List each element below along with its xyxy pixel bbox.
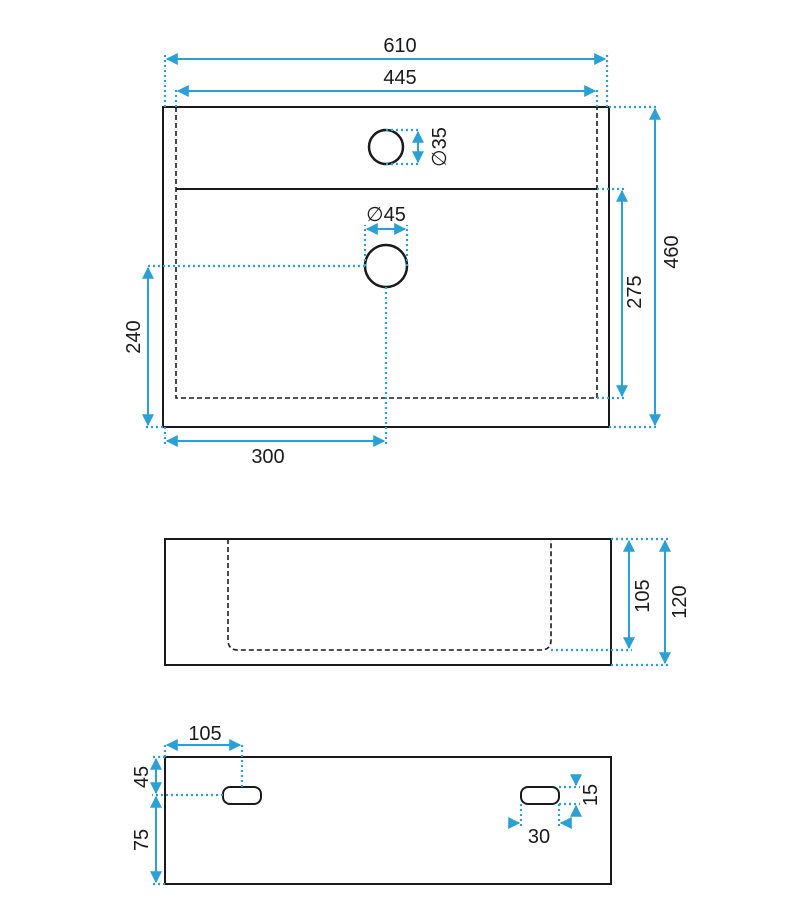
side-basin-outline xyxy=(227,539,552,651)
dim-610-extension xyxy=(163,55,609,107)
drain-diameter-value: 45 xyxy=(384,204,406,226)
dim-45-75-extension xyxy=(152,755,223,886)
dim-105-extension xyxy=(551,537,632,652)
diameter-symbol: ∅ xyxy=(429,149,451,166)
dim-slot-offset-top-label: 45 xyxy=(131,766,153,788)
basin-inner-outline xyxy=(175,107,598,399)
dim-slot-width-label: 30 xyxy=(528,826,550,848)
side-view: 105 120 xyxy=(164,537,691,667)
dim-overall-height-label: 120 xyxy=(669,585,691,618)
dim-tap-hole-label: ∅35 xyxy=(429,127,451,167)
dim-overall-width-label: 610 xyxy=(383,35,416,57)
tap-hole-diameter-value: 35 xyxy=(429,127,451,149)
dim-15-extension xyxy=(559,785,580,806)
dim-300-extension xyxy=(163,287,388,444)
dim-drain-label: ∅45 xyxy=(366,204,406,226)
dim-445-extension xyxy=(174,88,599,107)
dim-45-extension xyxy=(363,225,409,266)
overflow-slot-right xyxy=(520,786,560,805)
dim-275-extension xyxy=(597,187,624,400)
back-view: 105 45 75 15 30 xyxy=(131,723,612,886)
dim-105h-extension xyxy=(163,742,244,787)
dim-35-extension xyxy=(386,128,420,166)
dim-460-extension xyxy=(609,105,657,429)
drain-hole xyxy=(363,243,409,289)
dim-basin-height-label: 105 xyxy=(632,579,654,612)
dim-slot-height-label: 15 xyxy=(580,784,602,806)
tap-hole xyxy=(367,128,405,166)
dim-basin-depth-label: 275 xyxy=(624,275,646,308)
side-view-outline xyxy=(164,538,612,666)
dim-30-extension xyxy=(519,804,561,826)
overflow-slot-left xyxy=(222,786,262,805)
dim-overall-depth-label: 460 xyxy=(661,235,683,268)
top-view: 610 445 460 275 ∅35 ∅45 240 300 xyxy=(123,35,683,468)
back-view-outline xyxy=(164,756,612,885)
dim-slot-offset-horizontal-label: 105 xyxy=(188,723,221,745)
dim-drain-from-side-label: 300 xyxy=(251,446,284,468)
dim-240-extension xyxy=(146,264,365,429)
dim-drain-from-back-label: 240 xyxy=(123,320,145,353)
dim-basin-width-label: 445 xyxy=(383,67,416,89)
diameter-symbol: ∅ xyxy=(366,204,383,226)
dim-slot-offset-bottom-label: 75 xyxy=(131,829,153,851)
